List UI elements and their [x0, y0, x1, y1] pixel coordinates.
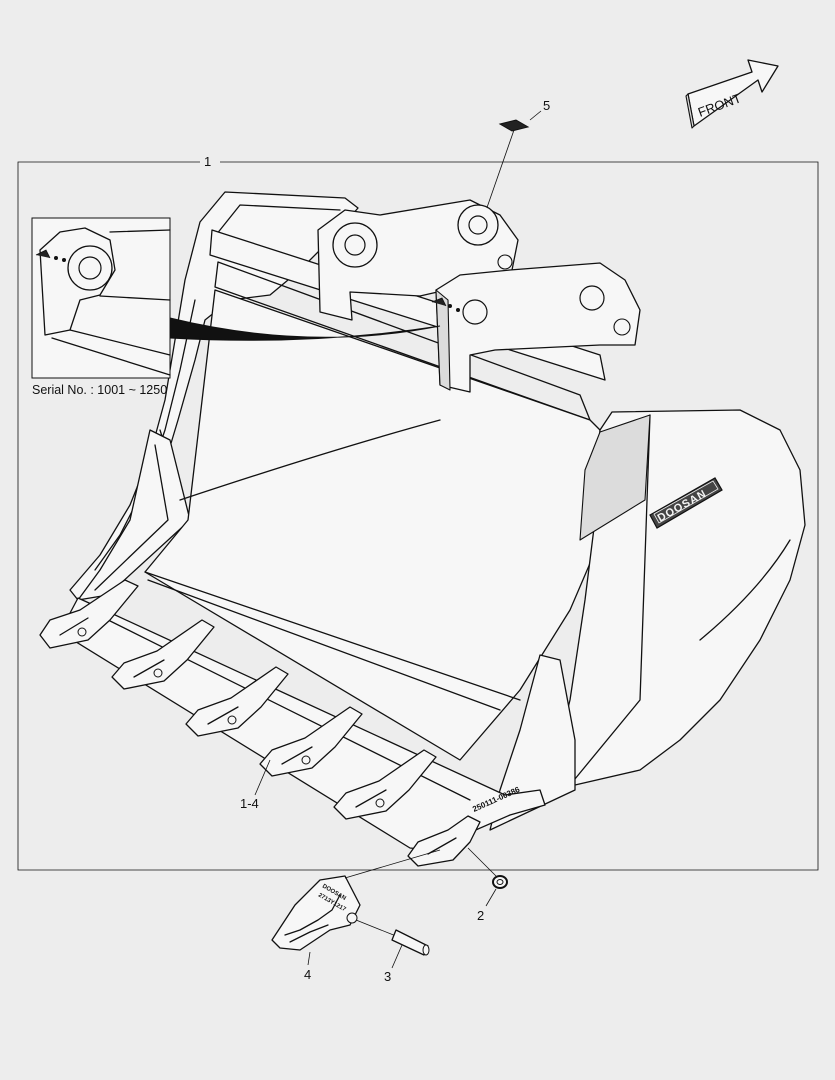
bucket-illustration: DOOSAN 250111-00386 — [59, 191, 806, 851]
bucket-tooth — [111, 619, 215, 690]
callout-1-4: 1-4 — [240, 796, 259, 811]
teeth-row: 1-4 — [39, 579, 481, 867]
tooth-part: DOOSAN 2713Y1217 4 — [271, 849, 441, 982]
mounting-bracket-left — [317, 199, 519, 321]
callout-3: 3 — [384, 969, 391, 984]
front-arrow: FRONT — [685, 59, 779, 129]
assembly-frame: 1 — [17, 154, 819, 871]
callout-5: 5 — [543, 98, 550, 113]
bucket-tooth — [39, 579, 139, 649]
serial-number-label: Serial No. : 1001 ~ 1250 — [32, 383, 167, 397]
detail-inset: Serial No. : 1001 ~ 1250 — [31, 217, 441, 397]
pin-part: 3 — [355, 919, 430, 984]
bucket-tooth — [333, 749, 437, 820]
washer-part: 2 — [467, 847, 508, 923]
callout-4: 4 — [304, 967, 311, 982]
bucket-tooth — [259, 706, 363, 777]
bucket-tooth — [407, 815, 481, 867]
bucket-tooth — [185, 666, 289, 737]
mounting-bracket-right — [431, 262, 641, 393]
callout-2: 2 — [477, 908, 484, 923]
callout-1: 1 — [204, 154, 211, 169]
